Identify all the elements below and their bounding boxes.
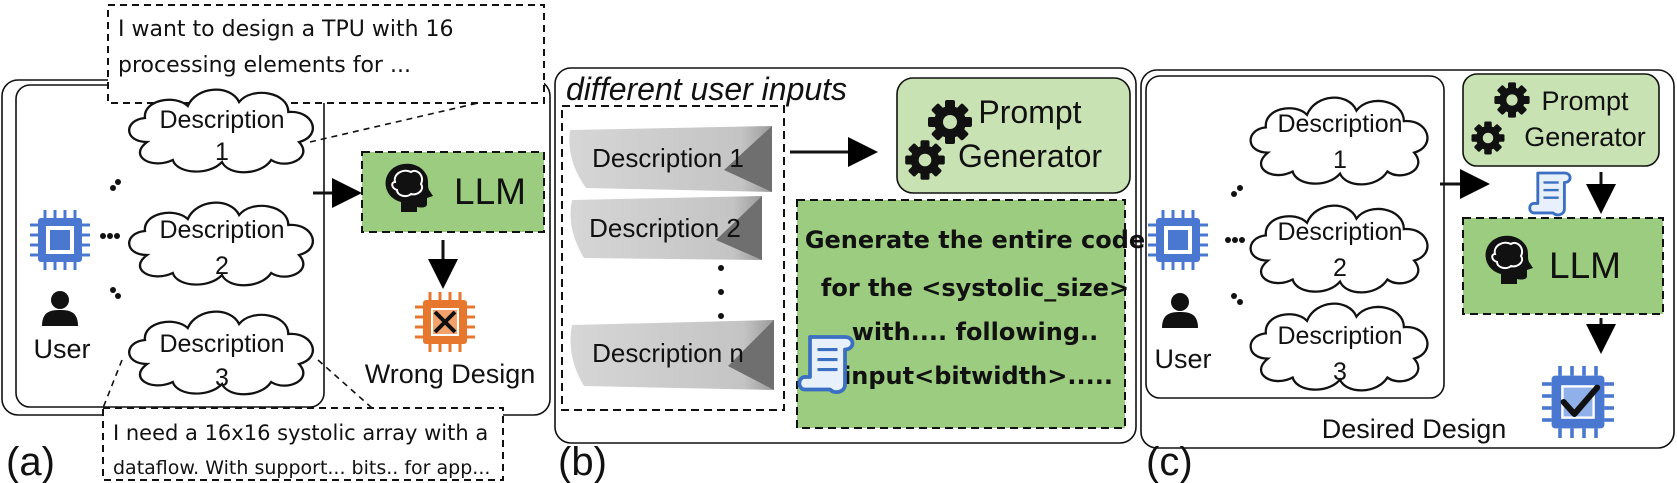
description-cloud-3: Description 3: [127, 310, 315, 396]
description-1-num: 1: [215, 138, 229, 166]
panel-b-frame: [554, 67, 1137, 444]
processor-chip-icon-c: [1146, 208, 1210, 272]
description-c2-num: 2: [1333, 254, 1347, 282]
bottom-note-line-2: dataflow. With support... bits.. for app…: [113, 457, 490, 479]
generated-prompt-line-4: input<bitwidth>.....: [843, 362, 1113, 390]
description-c1-text: Description: [1277, 110, 1402, 138]
description-c3-text: Description: [1277, 322, 1402, 350]
top-note-line-2: processing elements for ...: [118, 53, 411, 78]
panel-c-frame: [1140, 69, 1675, 449]
panel-b-label: (b): [558, 440, 607, 483]
processor-chip-icon: [28, 208, 92, 272]
ellipsis-dots-c: [1225, 185, 1245, 305]
desired-design-label: Desired Design: [1322, 414, 1507, 444]
bottom-note-line-1: I need a 16x16 systolic array with a: [113, 421, 488, 445]
desired-design-chip-icon: [1540, 364, 1616, 440]
scroll-document-icon-c: [1528, 171, 1572, 217]
gear-icon-c: [1494, 82, 1530, 118]
description-2-text: Description: [159, 216, 284, 244]
panel-b: different user inputs Description 1 Desc…: [554, 67, 1145, 483]
wrong-design-label: Wrong Design: [365, 359, 536, 389]
panel-b-heading: different user inputs: [566, 71, 847, 107]
gear-icon-c-small: [1471, 121, 1505, 155]
panel-c: Description 1 Description 2 Description …: [1140, 69, 1675, 483]
vertical-ellipsis: [718, 265, 724, 319]
user-icon: [42, 291, 78, 326]
input-ribbon-1: Description 1: [569, 126, 772, 192]
ellipsis-dots: [100, 179, 121, 299]
user-label-c: User: [1154, 344, 1211, 374]
description-c3-num: 3: [1333, 358, 1347, 386]
wrong-design-chip-icon: [413, 290, 477, 354]
panel-c-label: (c): [1146, 440, 1193, 483]
description-cloud-c1: Description 1: [1249, 96, 1429, 186]
generated-prompt-box: [796, 199, 1126, 429]
prompt-generator-line-1: Prompt: [978, 94, 1081, 130]
inputs-dashed-box: [561, 105, 785, 411]
description-c1-num: 1: [1333, 146, 1347, 174]
description-3-text: Description: [159, 330, 284, 358]
prompt-generator-c-line-1: Prompt: [1541, 86, 1629, 116]
bottom-note-box: [102, 407, 504, 481]
generated-prompt-line-2: for the <systolic_size>: [821, 274, 1129, 302]
top-note-line-1: I want to design a TPU with 16: [118, 17, 454, 42]
panel-a-label: (a): [6, 440, 55, 483]
generated-prompt-line-3: with.... following..: [852, 318, 1099, 346]
gear-icon-small: [905, 140, 945, 180]
prompt-generator-c-line-2: Generator: [1524, 122, 1646, 152]
panel-c-user-frame: [1145, 75, 1445, 399]
input-1-text: Description 1: [592, 143, 744, 173]
input-ribbon-n: Description n: [570, 320, 774, 390]
input-ribbon-2: Description 2: [570, 196, 762, 260]
top-note-box: [107, 4, 545, 104]
description-cloud-c3: Description 3: [1249, 302, 1429, 392]
description-2-num: 2: [215, 252, 229, 280]
user-icon-c: [1162, 293, 1198, 328]
description-cloud-2: Description 2: [127, 201, 315, 287]
prompt-generator-box: [896, 77, 1131, 194]
description-cloud-1: Description 1: [127, 88, 315, 174]
prompt-generator-line-2: Generator: [958, 138, 1102, 174]
input-n-text: Description n: [592, 338, 744, 368]
description-3-num: 3: [215, 364, 229, 392]
description-cloud-c2: Description 2: [1249, 204, 1429, 294]
description-1-text: Description: [159, 106, 284, 134]
generated-prompt-line-1: Generate the entire code: [805, 226, 1145, 254]
panel-a: I want to design a TPU with 16 processin…: [1, 4, 551, 483]
user-label: User: [33, 334, 90, 364]
description-c2-text: Description: [1277, 218, 1402, 246]
input-2-text: Description 2: [589, 213, 741, 243]
llm-label-c: LLM: [1549, 245, 1621, 286]
llm-label: LLM: [454, 171, 526, 212]
